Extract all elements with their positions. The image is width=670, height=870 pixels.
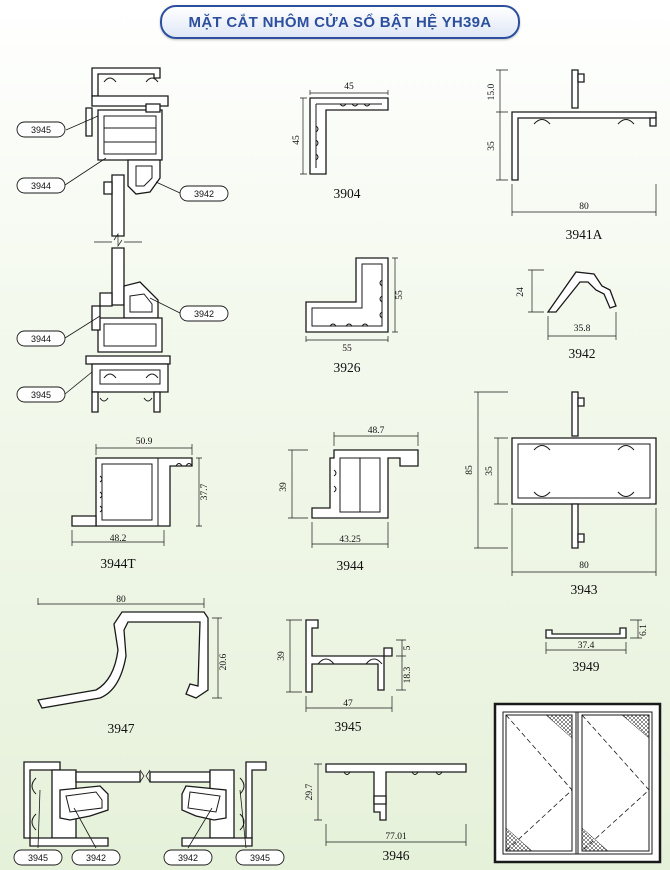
label-3926: 3926 <box>334 360 361 375</box>
dim-3944T-wbot: 48.2 <box>110 534 127 544</box>
tag-b-3942-right: 3942 <box>178 853 198 863</box>
dim-3942-h: 24 <box>516 287 526 297</box>
label-3942: 3942 <box>569 346 596 361</box>
tag-b-3945-right: 3945 <box>250 853 270 863</box>
dim-3949-h: 6.1 <box>639 624 649 636</box>
dim-3946-h: 29.7 <box>305 783 315 800</box>
dim-3941A-hmain: 35 <box>487 141 497 151</box>
profile-3942: 24 35.8 3942 <box>516 269 617 361</box>
label-3947: 3947 <box>108 721 135 736</box>
dim-3904-h: 45 <box>292 135 302 145</box>
assembly-tags: 3945 3944 3942 3942 3944 3945 <box>16 115 229 403</box>
tag-3942-mid: 3942 <box>194 309 214 319</box>
label-3946: 3946 <box>383 848 410 863</box>
label-3941A: 3941A <box>566 227 603 242</box>
label-3904: 3904 <box>334 186 361 201</box>
dim-3926-h: 55 <box>395 290 405 300</box>
label-3944: 3944 <box>337 558 364 573</box>
dim-3943-hmain: 35 <box>485 466 495 476</box>
assembly-b-tags: 3945 3942 3942 3945 <box>13 789 285 866</box>
profile-3904: 45 45 3904 <box>292 82 389 201</box>
dim-3945-hsmall: 5 <box>403 645 413 650</box>
assembly-vertical-section <box>85 67 171 413</box>
dim-3943-w: 80 <box>579 561 589 571</box>
dim-3943-htotal: 85 <box>465 465 475 475</box>
dim-3926-w: 55 <box>342 344 352 354</box>
tag-b-3945-left: 3945 <box>28 853 48 863</box>
dim-3944T-wtop: 50.9 <box>136 437 153 447</box>
dim-3942-w: 35.8 <box>574 324 591 334</box>
profile-3944: 48.7 39 43.25 3944 <box>279 426 419 573</box>
tag-3945-bot: 3945 <box>31 390 51 400</box>
dim-3944-wtop: 48.7 <box>368 426 385 436</box>
tag-3942-top: 3942 <box>194 189 214 199</box>
profile-3941A: 15.0 35 80 3941A <box>487 69 657 242</box>
window-elevation <box>493 702 662 864</box>
assembly-horizontal-section <box>23 761 267 847</box>
tag-3945-top: 3945 <box>31 125 51 135</box>
dim-3944-wbot: 43.25 <box>339 535 361 545</box>
label-3943: 3943 <box>571 582 598 597</box>
label-3945: 3945 <box>335 719 362 734</box>
dim-3947-h: 20.6 <box>219 653 229 670</box>
dim-3941A-htop: 15.0 <box>487 83 497 100</box>
dim-3941A-w: 80 <box>579 202 589 212</box>
tag-3944-bot: 3944 <box>31 334 51 344</box>
dim-3945-w: 47 <box>343 699 353 709</box>
profile-3946: 29.7 77.01 3946 <box>305 763 467 863</box>
label-3949: 3949 <box>573 659 600 674</box>
dim-3944T-h: 37.7 <box>200 483 210 500</box>
dim-3945-h: 39 <box>277 651 287 661</box>
dim-3945-hmid: 18.3 <box>403 666 413 683</box>
dim-3904-w: 45 <box>344 82 354 92</box>
page-title: MẶT CẮT NHÔM CỬA SỔ BẬT HỆ YH39A <box>160 5 520 39</box>
profile-3943: 85 35 80 3943 <box>465 391 657 597</box>
tag-b-3942-left: 3942 <box>86 853 106 863</box>
dim-3946-w: 77.01 <box>385 832 407 842</box>
tag-3944-top: 3944 <box>31 181 51 191</box>
label-3944T: 3944T <box>100 556 136 571</box>
profile-3945: 39 5 18.3 47 3945 <box>277 619 413 734</box>
dim-3944-h: 39 <box>279 482 289 492</box>
profile-3926: 55 55 3926 <box>305 257 405 375</box>
profile-3944T: 50.9 37.7 48.2 3944T <box>71 437 210 571</box>
profile-3947: 80 20.6 3947 <box>37 595 229 736</box>
dim-3947-w: 80 <box>116 595 126 605</box>
dim-3949-w: 37.4 <box>578 641 595 651</box>
profile-3949: 6.1 37.4 3949 <box>545 619 649 674</box>
